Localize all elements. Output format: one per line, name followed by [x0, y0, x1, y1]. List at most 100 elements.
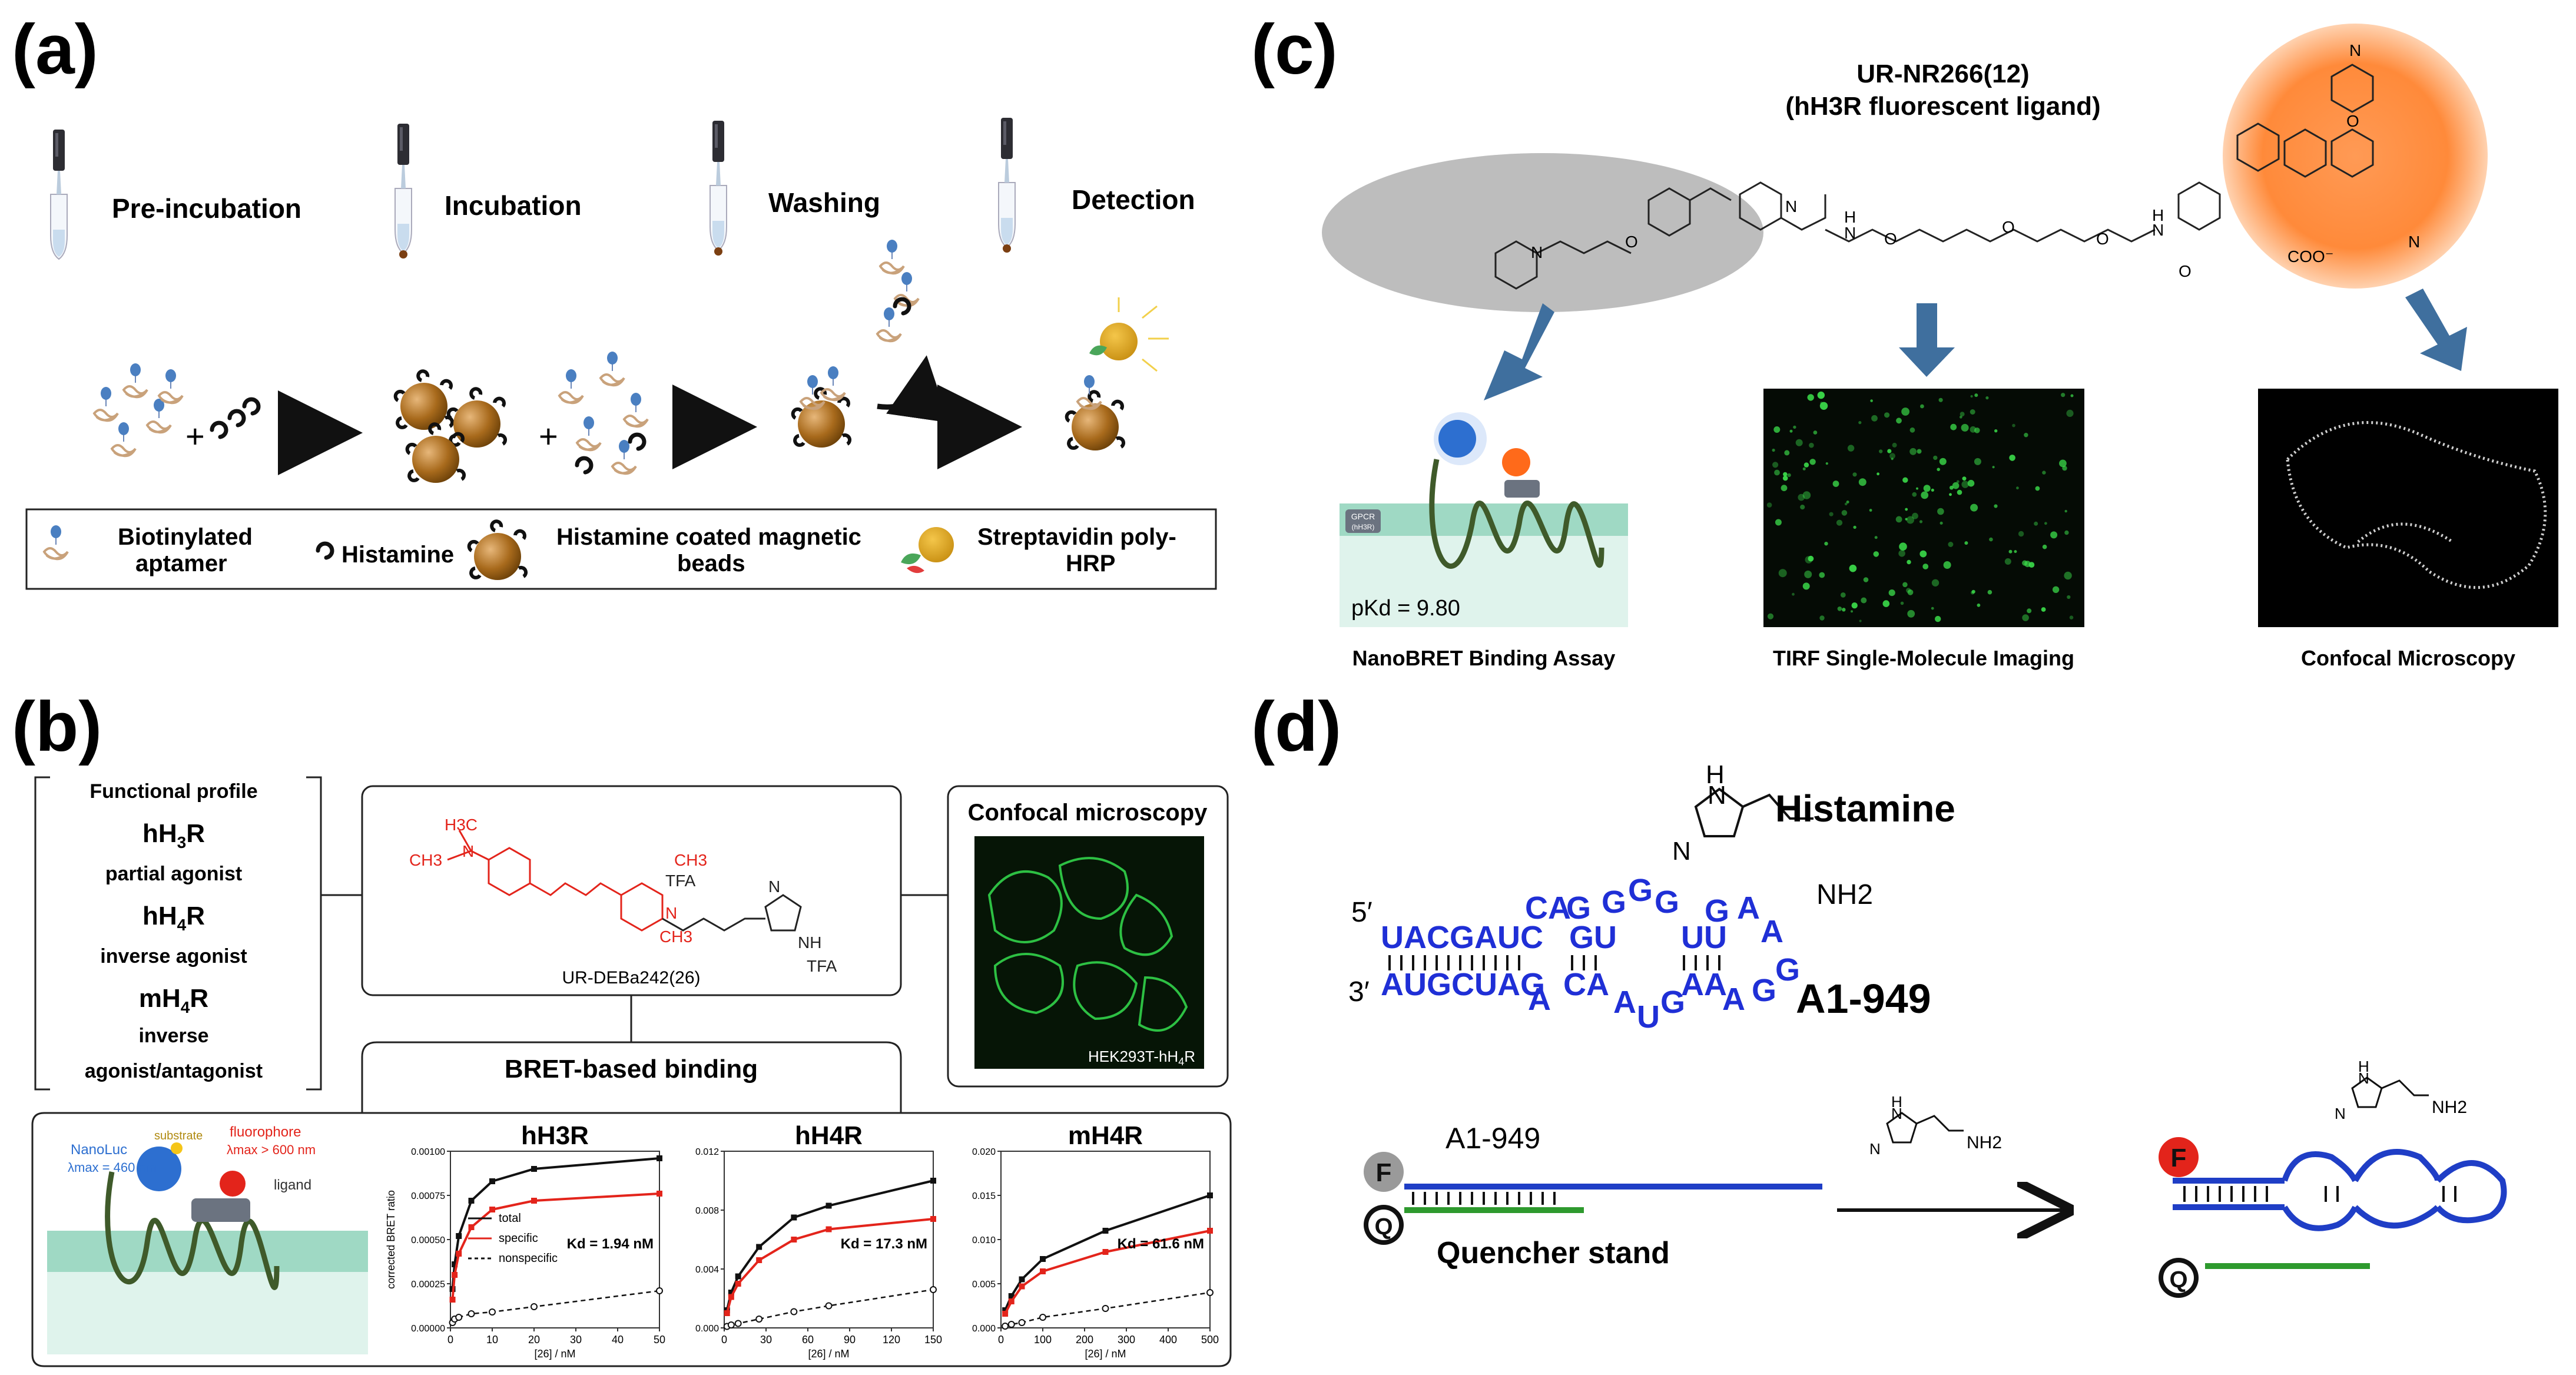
histamine-small-n: N — [1891, 1105, 1902, 1122]
svg-text:Q: Q — [1374, 1214, 1393, 1240]
tirf-spot — [1912, 512, 1918, 519]
nanoluc-icon — [1438, 420, 1476, 458]
caption-confocal: Confocal Microscopy — [2301, 646, 2515, 670]
base-pair-ticks — [1388, 955, 1720, 970]
tirf-spot — [2067, 595, 2071, 599]
tirf-spot — [1907, 559, 1911, 565]
chart-title: mH4R — [1068, 1121, 1143, 1150]
tirf-spot — [1772, 462, 1779, 468]
x-axis-label: [26] / nM — [1085, 1348, 1126, 1360]
x-tick-label: 30 — [760, 1334, 772, 1346]
svg-text:G: G — [1775, 952, 1800, 988]
tirf-spot — [1781, 485, 1788, 492]
svg-text:CH3: CH3 — [659, 927, 692, 946]
tirf-spot — [1879, 449, 1883, 453]
step-washing: Washing — [768, 187, 880, 218]
tirf-spot — [1852, 472, 1857, 477]
data-point-nonspecific — [656, 1287, 663, 1294]
svg-text:F: F — [2171, 1144, 2187, 1172]
coated-beads-icon — [396, 371, 505, 483]
tirf-spot — [2070, 394, 2074, 397]
histamine-molecules-icon — [212, 399, 258, 437]
pharmacophore-highlight — [1322, 153, 1763, 312]
panel-a: (a) Pre-incubation Incubation Washing De… — [12, 10, 1217, 590]
panel-c-letter: (c) — [1251, 10, 1338, 89]
tirf-spot — [1898, 550, 1905, 557]
tirf-spot — [1922, 564, 1929, 569]
data-point-specific — [1102, 1249, 1109, 1255]
tirf-spot — [1931, 579, 1940, 587]
tirf-spot — [1802, 582, 1810, 590]
tirf-spot — [2008, 549, 2013, 554]
y-tick-label: 0.005 — [972, 1280, 996, 1290]
tirf-spot — [1836, 519, 1843, 526]
kd-annotation: Kd = 61.6 nM — [1118, 1236, 1204, 1252]
prime-5: 5′ — [1351, 897, 1372, 928]
data-point-specific — [531, 1198, 537, 1204]
membrane-icon — [47, 1231, 368, 1272]
folded-ticks — [2183, 1186, 2456, 1202]
x-tick-label: 0 — [998, 1334, 1004, 1346]
svg-text:G: G — [1602, 884, 1626, 920]
tirf-spot — [1902, 477, 1908, 483]
plus-sign: + — [185, 418, 205, 455]
x-tick-label: 0 — [447, 1334, 453, 1346]
legend-aptamer-2: aptamer — [135, 551, 227, 576]
ligand-title-1: UR-NR266(12) — [1856, 59, 2029, 88]
svg-text:A: A — [1737, 890, 1760, 926]
data-point-specific — [1207, 1228, 1213, 1234]
y-tick-label: 0.010 — [972, 1235, 996, 1245]
x-tick-label: 40 — [612, 1334, 624, 1346]
x-tick-label: 200 — [1076, 1334, 1093, 1346]
confocal-image-c — [2258, 389, 2558, 627]
tirf-spot — [1921, 491, 1929, 499]
tirf-spot — [1846, 501, 1849, 503]
tirf-spot — [2012, 423, 2015, 428]
data-point-specific — [724, 1310, 730, 1316]
histamine-h-atom: H — [1706, 760, 1725, 789]
tirf-spot — [1931, 488, 1934, 492]
tirf-spot — [1887, 449, 1892, 453]
tirf-spot — [1807, 394, 1814, 401]
tirf-spot — [1847, 445, 1855, 452]
tirf-spot — [1861, 597, 1867, 604]
svg-text:A: A — [1528, 982, 1551, 1017]
histamine-n-atom: N — [1708, 781, 1726, 810]
tirf-spot — [1874, 536, 1878, 539]
tirf-spot — [1792, 592, 1795, 596]
svg-text:O: O — [1625, 233, 1638, 251]
ligand-structure-icon — [1494, 64, 2374, 290]
caption-nanobret: NanoBRET Binding Assay — [1352, 646, 1616, 670]
data-point-total — [1207, 1192, 1213, 1198]
tirf-spot — [1800, 505, 1805, 510]
data-point-total — [825, 1202, 832, 1209]
svg-text:G: G — [1655, 884, 1679, 920]
data-point-total — [657, 1155, 662, 1161]
data-point-nonspecific — [1002, 1323, 1009, 1330]
tirf-spot — [1895, 516, 1902, 523]
data-point-specific — [728, 1294, 734, 1300]
svg-text:N: N — [2349, 41, 2361, 59]
tirf-spot — [1808, 555, 1814, 562]
svg-text:CH3: CH3 — [409, 851, 442, 869]
histamine-small-n2: N — [1869, 1140, 1881, 1158]
svg-text:N: N — [665, 904, 677, 922]
histamine-structure-icon — [1694, 787, 1814, 837]
data-point-nonspecific — [825, 1302, 833, 1310]
tirf-spot — [1837, 607, 1842, 611]
x-tick-label: 90 — [844, 1334, 856, 1346]
tirf-spot — [1948, 542, 1954, 547]
legend-beads-2: beads — [677, 551, 745, 576]
data-point-specific — [756, 1257, 762, 1263]
tirf-spot — [1909, 427, 1915, 433]
svg-text:CA: CA — [1563, 967, 1609, 1002]
bound-histamine-nh2: NH2 — [2432, 1098, 2467, 1117]
data-point-specific — [449, 1297, 456, 1303]
tirf-spot — [1884, 412, 1890, 418]
tirf-spot — [2004, 558, 2011, 565]
tirf-spot — [1819, 572, 1825, 578]
legend-beads-1: Histamine coated magnetic — [556, 524, 861, 550]
tirf-spot — [1858, 421, 1862, 425]
tirf-spot — [1994, 429, 1998, 433]
tirf-spot — [1767, 613, 1774, 619]
